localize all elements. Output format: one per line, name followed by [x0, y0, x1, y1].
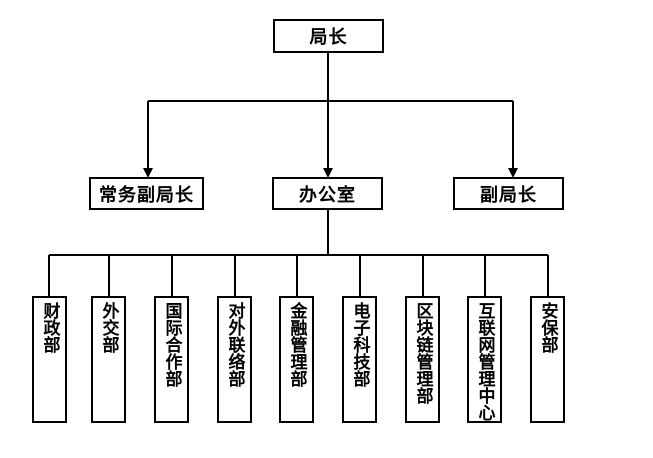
department-label: 对外联络部: [224, 302, 245, 387]
department-box: 财政部: [32, 296, 67, 423]
department-box: 电子科技部: [342, 296, 377, 423]
executive-deputy-box: 常务副局长: [89, 177, 204, 210]
department-label: 安保部: [537, 302, 558, 353]
department-box: 互联网管理中心: [467, 296, 502, 423]
executive-deputy-label: 常务副局长: [99, 184, 194, 206]
department-label: 国际合作部: [161, 302, 182, 387]
department-box: 安保部: [530, 296, 565, 423]
deputy-label: 副局长: [480, 184, 537, 206]
office-box: 办公室: [272, 177, 383, 210]
department-box: 金融管理部: [279, 296, 314, 423]
department-label: 互联网管理中心: [474, 302, 495, 421]
department-box: 对外联络部: [217, 296, 252, 423]
chief-label: 局长: [309, 27, 348, 48]
department-label: 财政部: [39, 302, 60, 353]
office-label: 办公室: [299, 184, 356, 206]
department-box: 国际合作部: [154, 296, 189, 423]
department-label: 电子科技部: [349, 302, 370, 387]
chief-box: 局长: [273, 19, 384, 53]
department-label: 外交部: [98, 302, 119, 353]
deputy-box: 副局长: [453, 177, 564, 210]
department-label: 区块链管理部: [412, 302, 433, 404]
department-box: 外交部: [91, 296, 126, 423]
department-label: 金融管理部: [286, 302, 307, 387]
department-box: 区块链管理部: [405, 296, 440, 423]
